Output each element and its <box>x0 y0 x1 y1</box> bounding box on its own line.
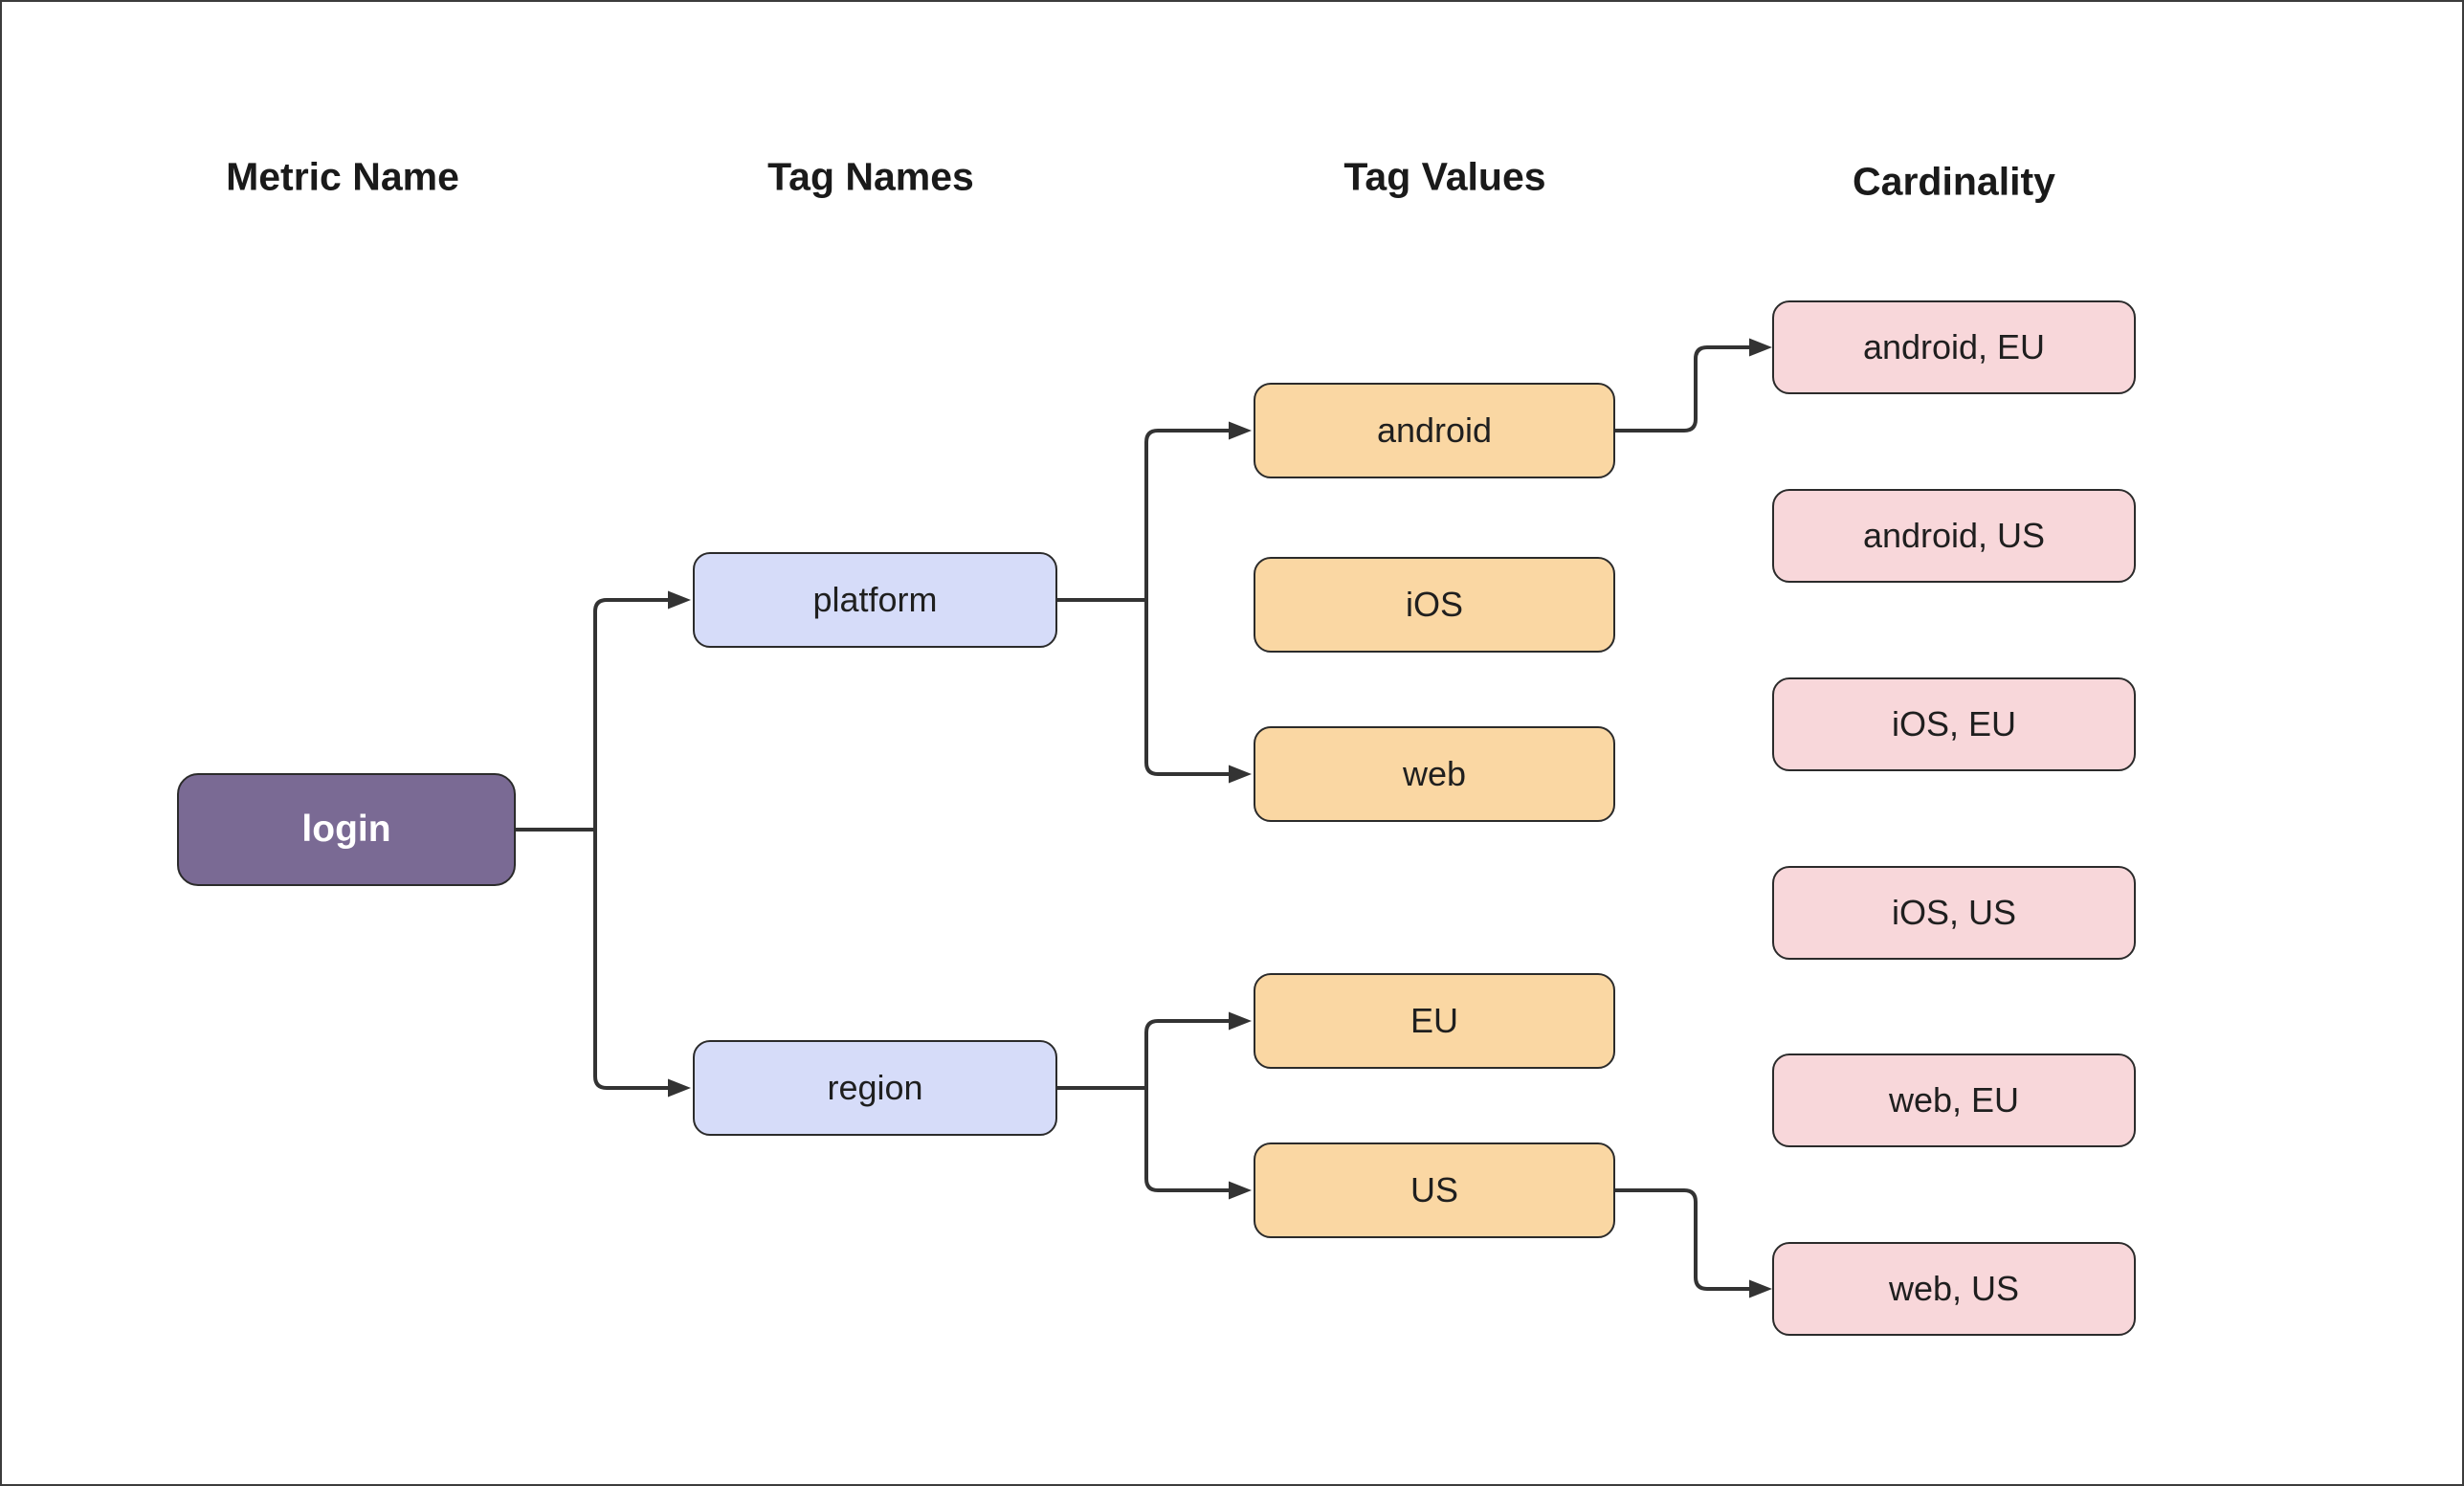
arrowhead-to-region <box>668 1078 691 1098</box>
node-eu: EU <box>1254 973 1615 1069</box>
edge-android-to-android-eu <box>1615 338 1772 432</box>
arrowhead-to-android-eu <box>1749 338 1772 357</box>
arrowhead-to-web-us <box>1749 1279 1772 1298</box>
node-login: login <box>177 773 516 886</box>
node-android: android <box>1254 383 1615 478</box>
node-ios-us: iOS, US <box>1772 866 2136 960</box>
column-header-cardinality: Cardinality <box>1853 159 2055 204</box>
node-android-eu: android, EU <box>1772 300 2136 394</box>
arrowhead-to-us <box>1229 1181 1252 1200</box>
column-header-tag-names: Tag Names <box>767 154 974 199</box>
edge-region-branch <box>1057 1011 1252 1200</box>
edge-us-to-web-us <box>1615 1188 1772 1298</box>
edge-login-trunk <box>516 590 691 1098</box>
node-ios-eu: iOS, EU <box>1772 677 2136 771</box>
column-header-metric-name: Metric Name <box>226 154 459 199</box>
node-ios: iOS <box>1254 557 1615 653</box>
node-web: web <box>1254 726 1615 822</box>
node-region: region <box>693 1040 1057 1136</box>
node-web-us: web, US <box>1772 1242 2136 1336</box>
arrowhead-to-android <box>1229 421 1252 440</box>
node-web-eu: web, EU <box>1772 1054 2136 1147</box>
node-android-us: android, US <box>1772 489 2136 583</box>
edge-platform-branch <box>1057 421 1252 784</box>
node-platform: platform <box>693 552 1057 648</box>
node-us: US <box>1254 1142 1615 1238</box>
column-header-tag-values: Tag Values <box>1343 154 1546 199</box>
arrowhead-to-eu <box>1229 1011 1252 1031</box>
arrowhead-to-web <box>1229 765 1252 784</box>
arrowhead-to-platform <box>668 590 691 610</box>
